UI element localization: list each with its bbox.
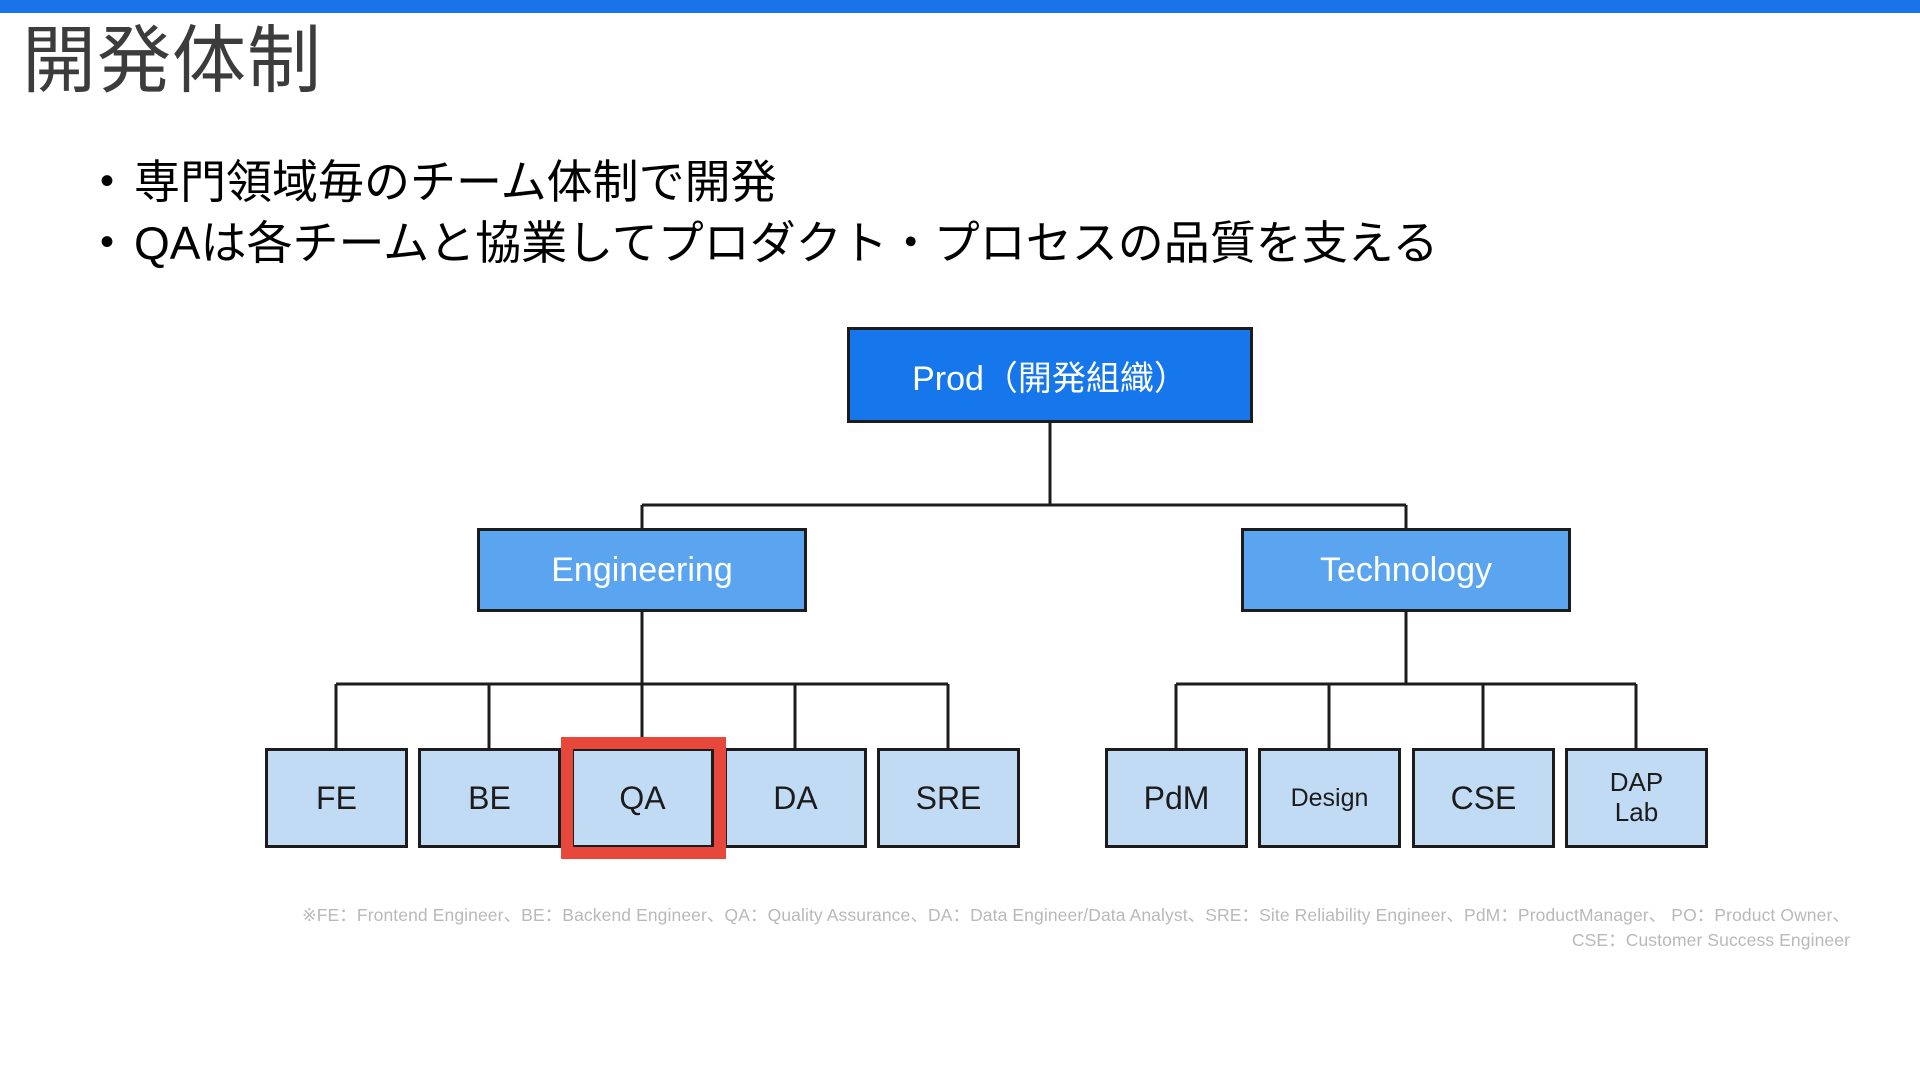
bullet-text: 専門領域毎のチーム体制で開発 bbox=[134, 156, 777, 208]
qa-highlight-frame bbox=[561, 737, 726, 859]
bullet-dot-icon: • bbox=[100, 159, 115, 203]
org-node-dap-lab-line2: Lab bbox=[1614, 797, 1659, 827]
page-title: 開発体制 bbox=[22, 19, 322, 102]
org-node-sre[interactable]: SRE bbox=[877, 748, 1020, 848]
org-node-da[interactable]: DA bbox=[724, 748, 867, 848]
org-node-dap-lab[interactable]: DAP Lab bbox=[1565, 748, 1708, 848]
org-node-qa[interactable]: QA bbox=[571, 748, 714, 848]
bullet-text: QAは各チームと協業してプロダクト・プロセスの品質を支える bbox=[134, 216, 1439, 269]
list-item: • QAは各チームと協業してプロダクト・プロセスの品質を支える bbox=[100, 213, 1800, 274]
top-accent-bar bbox=[0, 0, 1920, 13]
org-node-fe[interactable]: FE bbox=[265, 748, 408, 848]
bullet-list: • 専門領域毎のチーム体制で開発 • QAは各チームと協業してプロダクト・プロセ… bbox=[100, 152, 1800, 273]
org-node-cse[interactable]: CSE bbox=[1412, 748, 1555, 848]
org-node-prod[interactable]: Prod（開発組織） bbox=[847, 327, 1253, 423]
footnote-line-2: PO：Product Owner、CSE：Customer Success En… bbox=[1571, 905, 1850, 950]
org-node-design[interactable]: Design bbox=[1258, 748, 1401, 848]
org-node-be[interactable]: BE bbox=[418, 748, 561, 848]
footnote: ※FE：Frontend Engineer、BE：Backend Enginee… bbox=[300, 903, 1850, 953]
footnote-line-1: ※FE：Frontend Engineer、BE：Backend Enginee… bbox=[301, 905, 1667, 925]
org-node-technology[interactable]: Technology bbox=[1241, 528, 1571, 612]
org-node-pdm[interactable]: PdM bbox=[1105, 748, 1248, 848]
org-node-engineering[interactable]: Engineering bbox=[477, 528, 807, 612]
bullet-dot-icon: • bbox=[100, 219, 115, 264]
list-item: • 専門領域毎のチーム体制で開発 bbox=[100, 152, 1800, 213]
org-node-dap-lab-line1: DAP bbox=[1609, 767, 1664, 798]
